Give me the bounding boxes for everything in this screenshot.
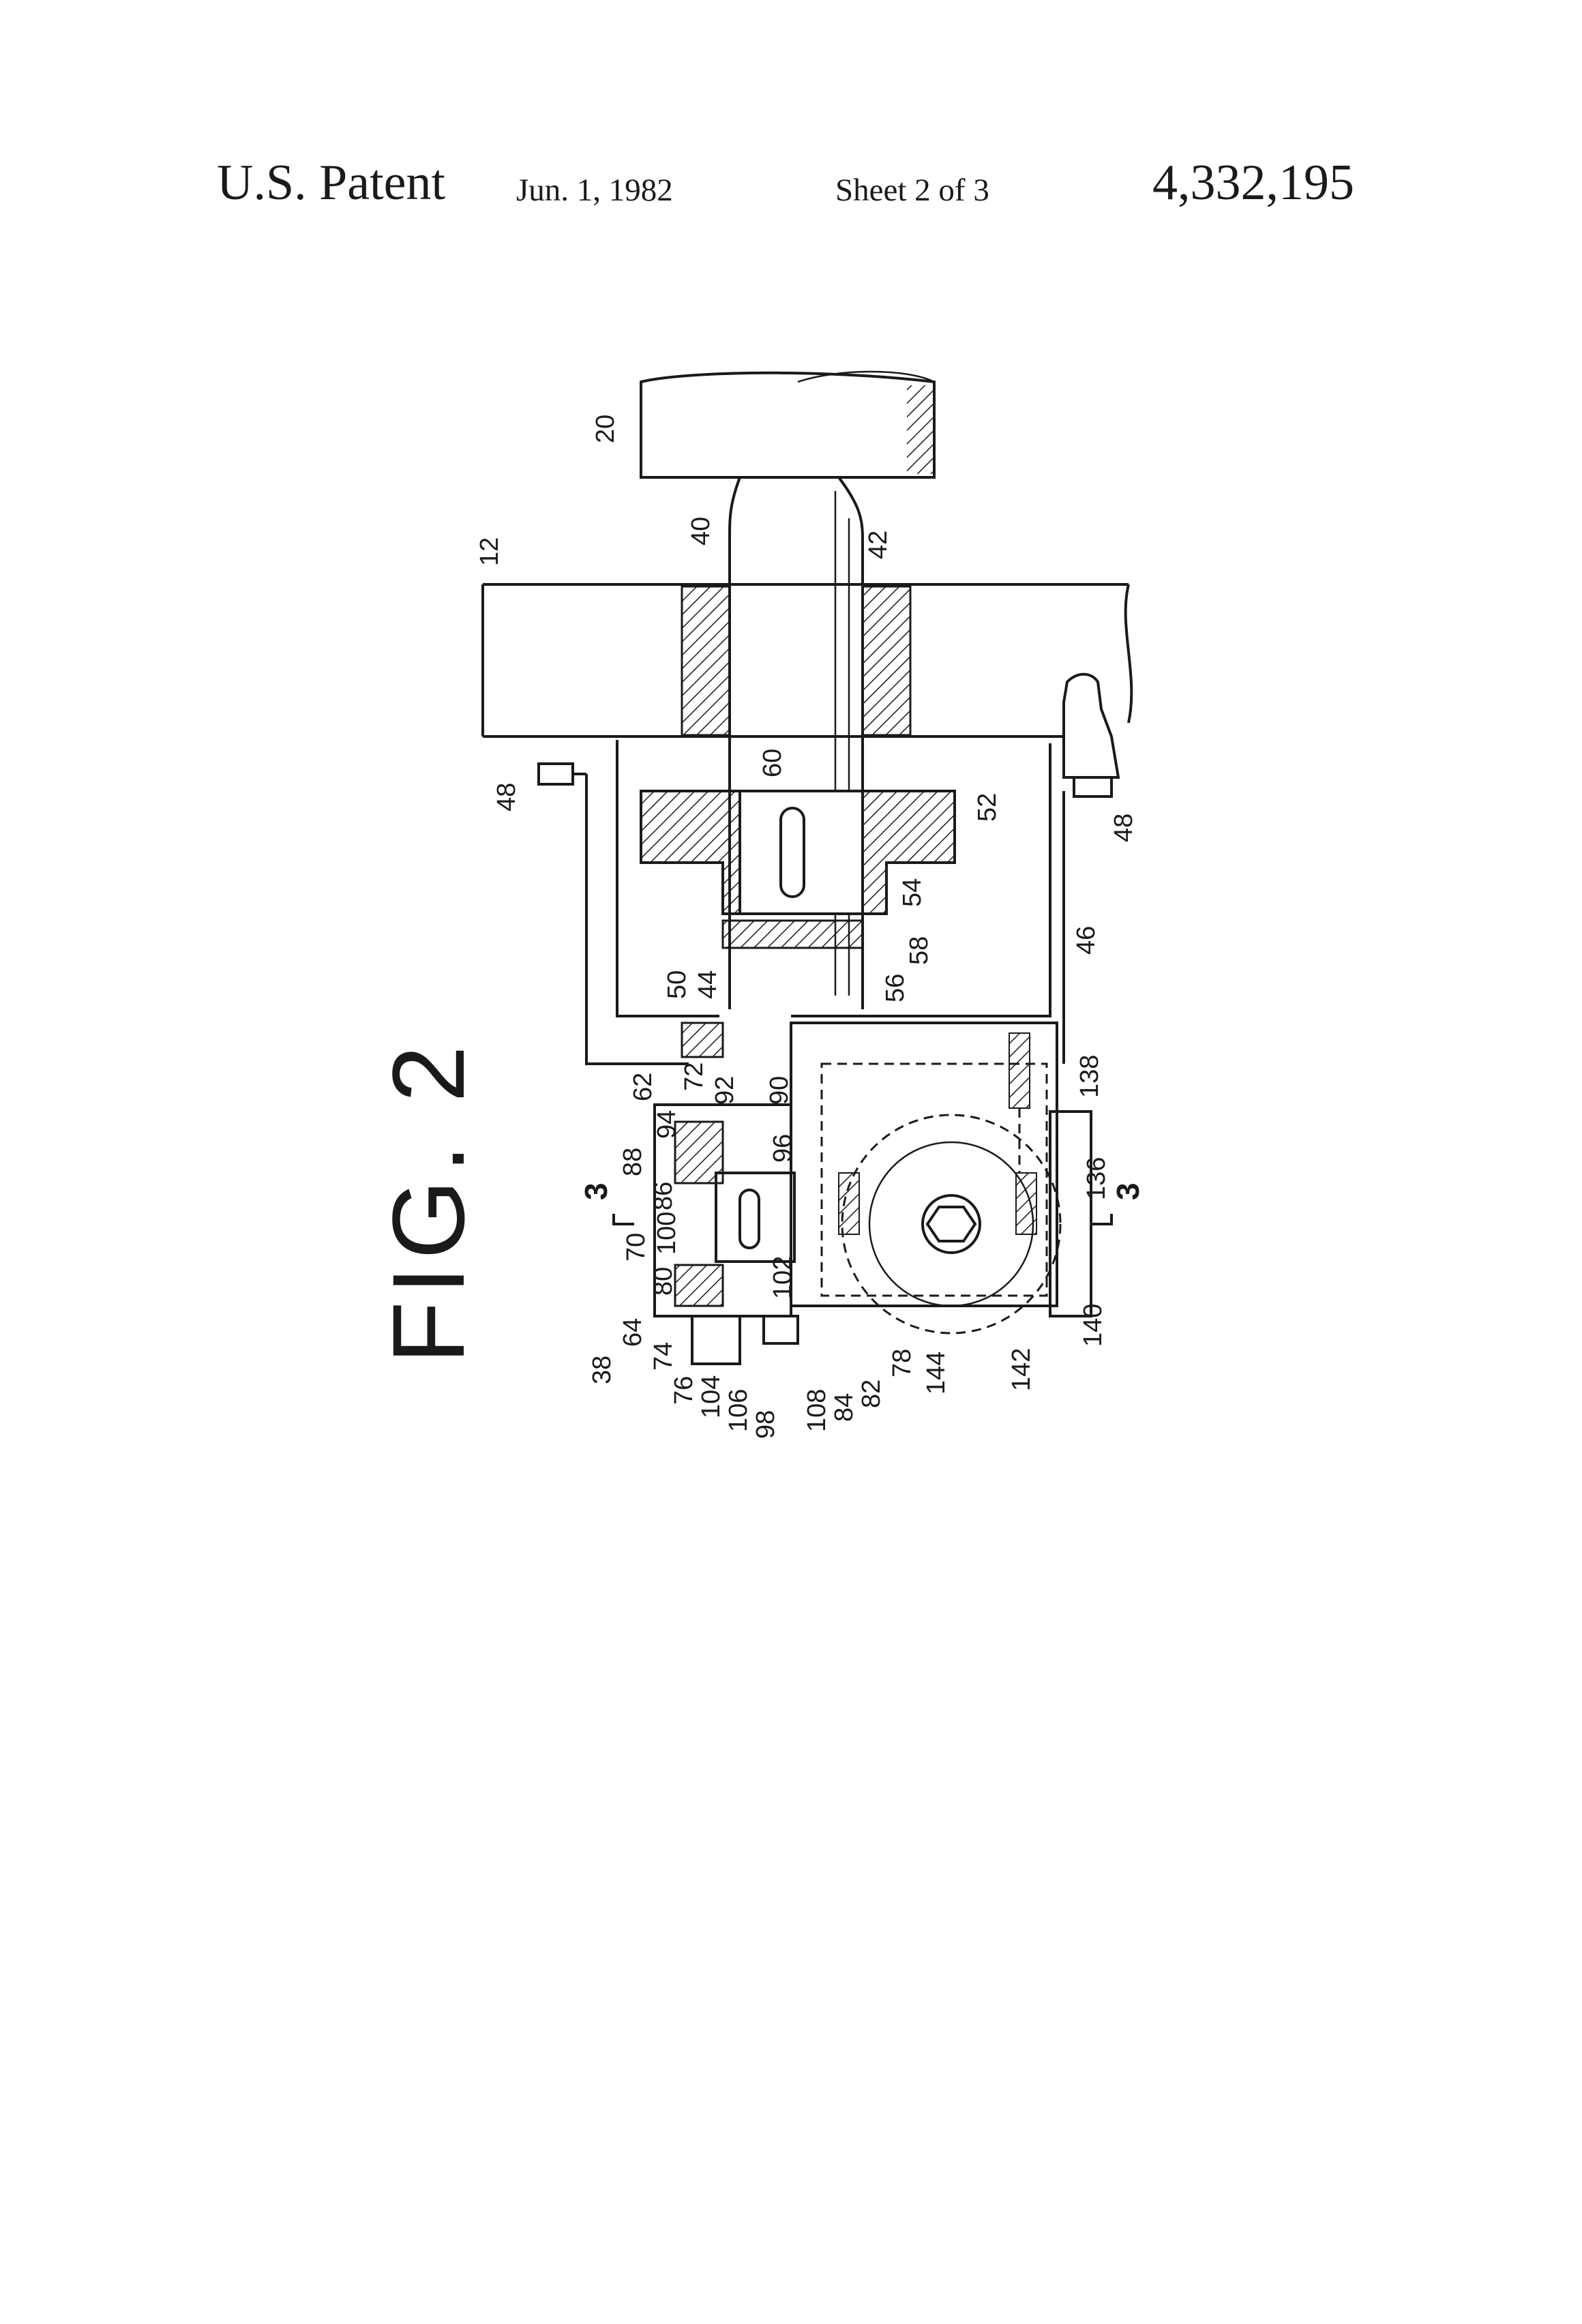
ref-92: 92 <box>711 1076 739 1105</box>
ref-64: 64 <box>618 1318 647 1347</box>
ref-86: 86 <box>649 1182 678 1210</box>
ref-100: 100 <box>653 1212 681 1255</box>
ref-38: 38 <box>588 1356 616 1384</box>
ref-48-right: 48 <box>1109 814 1138 842</box>
ref-138: 138 <box>1075 1055 1104 1098</box>
ref-62: 62 <box>629 1073 657 1101</box>
ref-46: 46 <box>1072 926 1101 955</box>
ref-90: 90 <box>765 1076 794 1105</box>
ref-20: 20 <box>591 415 620 443</box>
section-mark-bottom: 3 <box>1110 1182 1146 1200</box>
ref-40: 40 <box>687 517 715 546</box>
ref-136: 136 <box>1082 1157 1111 1200</box>
ref-142: 142 <box>1007 1348 1036 1391</box>
ref-74: 74 <box>649 1342 678 1371</box>
ref-82: 82 <box>857 1380 886 1408</box>
ref-56: 56 <box>881 974 910 1002</box>
ref-104: 104 <box>697 1375 726 1418</box>
ref-96: 96 <box>768 1134 797 1163</box>
ref-98: 98 <box>751 1410 780 1439</box>
ref-80: 80 <box>649 1267 678 1296</box>
ref-52: 52 <box>973 793 1002 822</box>
ref-102: 102 <box>768 1256 797 1299</box>
ref-106: 106 <box>724 1389 753 1432</box>
ref-44: 44 <box>693 970 722 999</box>
lower-block <box>791 1023 1091 1333</box>
ref-140: 140 <box>1079 1304 1107 1347</box>
ref-54: 54 <box>898 878 927 907</box>
ref-42: 42 <box>864 531 893 559</box>
ref-72: 72 <box>680 1062 708 1091</box>
figure-title: FIG. 2 <box>371 1039 486 1364</box>
ref-58: 58 <box>905 936 934 965</box>
ref-60: 60 <box>758 749 787 777</box>
ref-78: 78 <box>888 1349 916 1377</box>
ref-12: 12 <box>475 537 504 566</box>
ref-94: 94 <box>653 1110 681 1139</box>
ref-50: 50 <box>663 970 691 999</box>
shaft-head <box>641 372 934 477</box>
ref-48-left: 48 <box>492 783 521 811</box>
ref-76: 76 <box>670 1376 698 1405</box>
ref-144: 144 <box>922 1352 951 1395</box>
mounting-plate <box>483 584 1131 796</box>
ref-70: 70 <box>622 1233 651 1262</box>
section-mark-top: 3 <box>578 1182 614 1200</box>
gear <box>641 791 955 948</box>
ref-88: 88 <box>618 1148 647 1176</box>
ref-84: 84 <box>830 1393 859 1422</box>
ref-108: 108 <box>803 1389 831 1432</box>
